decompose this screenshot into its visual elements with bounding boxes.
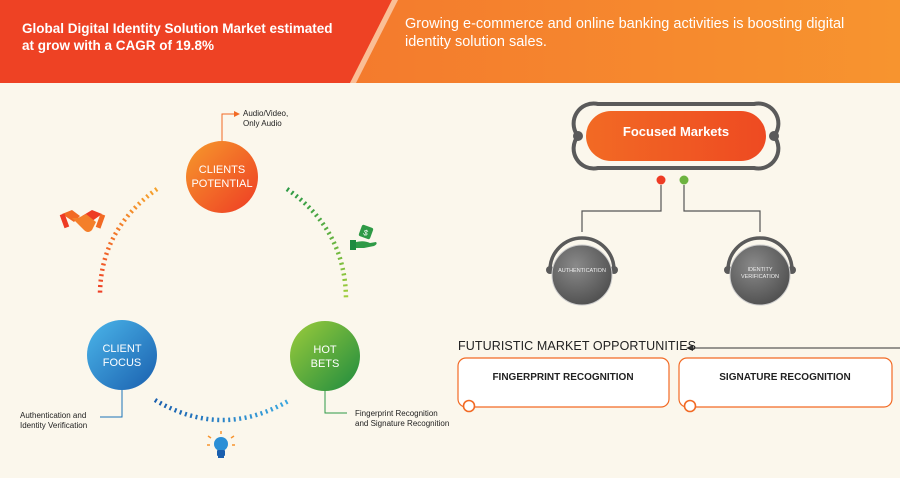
banner-headline: Global Digital Identity Solution Market …: [22, 21, 333, 53]
callout-line-1: Audio/Video,: [243, 109, 289, 118]
callout-line-2: Only Audio: [243, 119, 282, 128]
banner-subtext: Growing e-commerce and online banking ac…: [405, 16, 845, 50]
clients-potential-arrow: [234, 111, 240, 117]
authentication-circle: [546, 236, 618, 306]
opportunities-title: FUTURISTIC MARKET OPPORTUNITIES: [458, 339, 697, 353]
hot-bets-line2: BETS: [310, 358, 340, 370]
connector-dot-orange: [656, 175, 666, 185]
arc-bottom: [153, 398, 292, 423]
callout-line-2: Identity Verification: [20, 421, 88, 430]
signature-box: [678, 357, 893, 413]
fingerprint-box: [457, 357, 670, 413]
banner-background: [0, 0, 900, 83]
callout-line-2: and Signature Recognition: [355, 419, 450, 428]
client-focus-line1: CLIENT: [102, 343, 142, 355]
signature-recognition-label: SIGNATURE RECOGNITION: [719, 372, 851, 383]
clients-potential-circle: [186, 141, 258, 213]
clients-potential-line1: CLIENTS: [198, 164, 246, 176]
client-focus-callout: Authentication and Identity Verification: [20, 411, 87, 431]
connector-right: [683, 185, 761, 232]
identity-verification-line1: IDENTITY: [747, 267, 773, 273]
clients-potential-label: CLIENTS POTENTIAL: [186, 163, 258, 191]
connector-left: [581, 185, 662, 232]
opportunities-arrowhead: [686, 345, 693, 351]
hot-bets-callout: Fingerprint Recognition and Signature Re…: [355, 409, 449, 429]
hot-bets-circle: [290, 321, 360, 391]
authentication-line1: AUTHENTICATION: [558, 268, 606, 274]
focused-markets-group: [571, 101, 781, 171]
callout-line-1: Authentication and: [20, 411, 87, 420]
client-focus-label: CLIENT FOCUS: [87, 342, 157, 370]
authentication-label: AUTHENTICATION: [552, 268, 612, 275]
arc-right: [285, 187, 349, 301]
fingerprint-recognition-label: FINGERPRINT RECOGNITION: [492, 372, 634, 383]
hot-bets-label: HOT BETS: [290, 343, 360, 371]
clients-potential-callout: Audio/Video, Only Audio: [243, 109, 288, 129]
client-focus-line2: FOCUS: [102, 357, 142, 369]
clients-potential-callout-line: [221, 113, 234, 141]
hot-bets-line1: HOT: [313, 344, 337, 356]
client-focus-callout-line: [100, 390, 123, 418]
clients-potential-line2: POTENTIAL: [191, 178, 253, 190]
svg-text:$: $: [362, 228, 370, 238]
connector-dot-green: [679, 175, 689, 185]
identity-verification-line2: VERIFICATION: [740, 274, 780, 280]
handshake-icon: [59, 210, 106, 232]
callout-line-1: Fingerprint Recognition: [355, 409, 438, 418]
header-banner: Global Digital Identity Solution Market …: [0, 0, 900, 83]
hot-bets-callout-line: [324, 391, 347, 414]
identity-verification-circle: [724, 236, 796, 306]
money-hand-icon: $: [350, 224, 377, 250]
lightbulb-icon: [207, 431, 235, 458]
identity-verification-label: IDENTITY VERIFICATION: [730, 267, 790, 281]
focused-markets-title: Focused Markets: [622, 124, 730, 139]
client-focus-circle: [87, 320, 157, 390]
arc-left: [97, 187, 159, 296]
